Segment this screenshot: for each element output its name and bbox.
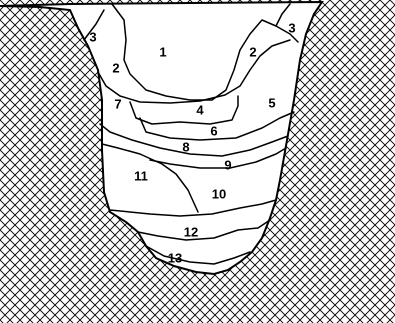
region-label-5: 5	[268, 96, 275, 111]
region-label-7: 7	[114, 97, 121, 112]
region-label-12: 12	[184, 225, 198, 240]
region-label-1: 1	[159, 45, 166, 60]
region-label-3-left: 3	[89, 30, 96, 45]
region-label-10: 10	[212, 187, 226, 202]
region-label-2-right: 2	[249, 45, 256, 60]
region-label-6: 6	[210, 124, 217, 139]
region-label-4: 4	[196, 103, 204, 118]
region-label-8: 8	[182, 140, 189, 155]
region-label-11: 11	[134, 169, 148, 184]
region-label-2-left: 2	[112, 61, 119, 76]
region-label-9: 9	[224, 158, 231, 173]
region-label-13: 13	[168, 251, 182, 266]
region-label-3-right: 3	[288, 21, 295, 36]
